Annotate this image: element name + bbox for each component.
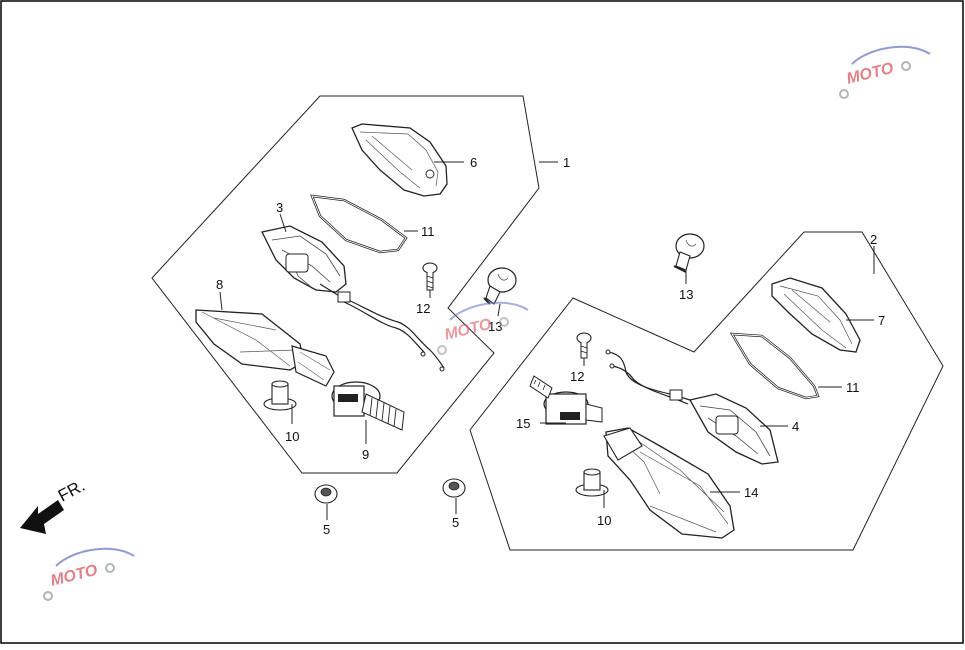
housing-part-3 bbox=[261, 225, 347, 301]
socket-part-9 bbox=[331, 381, 405, 431]
gear-icon bbox=[839, 89, 849, 99]
callout-labels: 1 2 3 4 5 5 6 7 8 9 10 10 11 11 12 12 13… bbox=[216, 155, 885, 537]
watermark-logo-center: MOTO bbox=[437, 301, 529, 355]
callout-10-left: 10 bbox=[285, 429, 299, 444]
watermark-logo-top-right: MOTO bbox=[839, 45, 931, 99]
callout-12-right: 12 bbox=[570, 369, 584, 384]
front-direction-label: FR. bbox=[55, 476, 88, 506]
callout-14: 14 bbox=[744, 485, 758, 500]
wire-harness-right bbox=[605, 349, 691, 405]
lens-part-14 bbox=[603, 427, 735, 539]
callout-11-left: 11 bbox=[421, 224, 435, 239]
right-assembly-outline bbox=[469, 231, 944, 551]
gear-icon bbox=[437, 345, 447, 355]
gear-icon bbox=[499, 317, 509, 327]
leader-lines bbox=[219, 161, 875, 520]
gasket-part-11-right bbox=[729, 332, 820, 400]
nut-part-5-left bbox=[314, 484, 338, 504]
callout-6: 6 bbox=[470, 155, 477, 170]
bulb-part-13-left bbox=[483, 267, 517, 305]
callout-7: 7 bbox=[878, 313, 885, 328]
left-assembly-outline bbox=[151, 95, 540, 474]
callout-5-right: 5 bbox=[452, 515, 459, 530]
callout-13-left: 13 bbox=[488, 319, 502, 334]
gear-icon bbox=[43, 591, 53, 601]
nut-part-10-left bbox=[263, 380, 297, 411]
socket-part-15 bbox=[529, 375, 603, 425]
watermark-logo-bottom-left: MOTO bbox=[43, 547, 135, 601]
screw-part-12-right bbox=[576, 332, 592, 359]
nut-part-10-right bbox=[575, 468, 609, 497]
callout-11-right: 11 bbox=[846, 380, 860, 395]
housing-part-4 bbox=[689, 393, 779, 465]
callout-15: 15 bbox=[516, 416, 530, 431]
callout-2: 2 bbox=[870, 232, 877, 247]
gasket-part-11-left bbox=[310, 194, 408, 254]
front-direction-arrow: FR. bbox=[20, 476, 88, 534]
callout-9: 9 bbox=[362, 447, 369, 462]
callout-12-left: 12 bbox=[416, 301, 430, 316]
lens-part-8 bbox=[195, 309, 335, 387]
gear-icon bbox=[901, 61, 911, 71]
gear-icon bbox=[105, 563, 115, 573]
lens-part-7 bbox=[771, 277, 861, 353]
callout-4: 4 bbox=[792, 419, 799, 434]
callout-13-right: 13 bbox=[679, 287, 693, 302]
callout-3: 3 bbox=[276, 200, 283, 215]
callout-8: 8 bbox=[216, 277, 223, 292]
screw-part-12-left bbox=[422, 262, 438, 291]
callout-10-right: 10 bbox=[597, 513, 611, 528]
nut-part-5-right bbox=[442, 478, 466, 498]
wire-harness-left bbox=[337, 291, 445, 372]
bulb-part-13-right bbox=[673, 233, 705, 273]
callout-5-left: 5 bbox=[323, 522, 330, 537]
callout-1: 1 bbox=[563, 155, 570, 170]
lens-part-6 bbox=[351, 123, 448, 197]
